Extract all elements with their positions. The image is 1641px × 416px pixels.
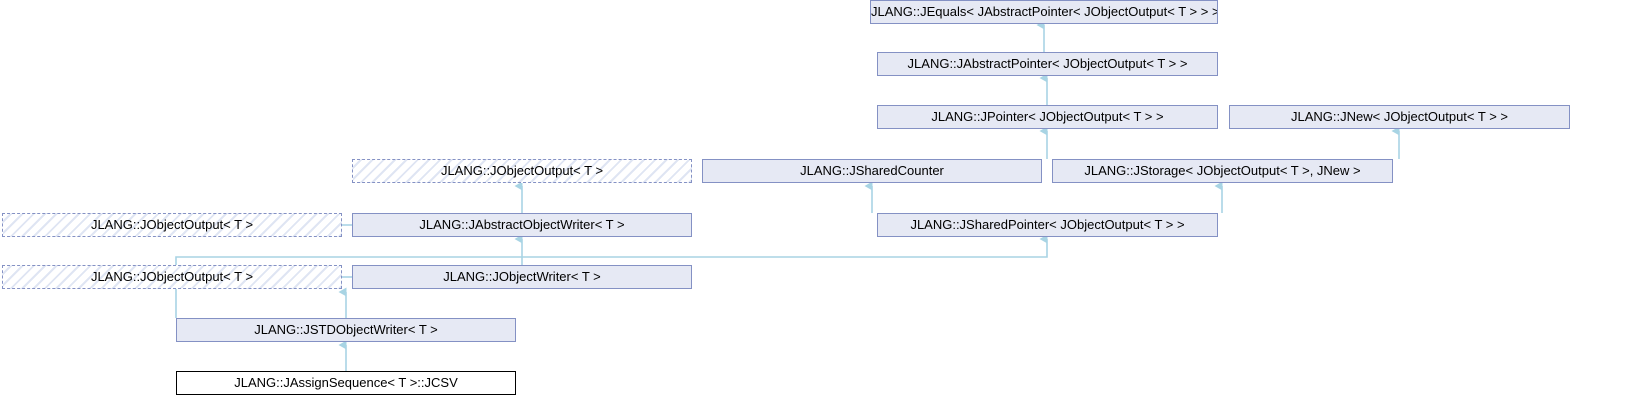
node-label: JLANG::JObjectWriter< T > bbox=[443, 269, 601, 284]
node-label: JLANG::JEquals< JAbstractPointer< JObjec… bbox=[871, 4, 1218, 19]
node-jstorage[interactable]: JLANG::JStorage< JObjectOutput< T >, JNe… bbox=[1052, 159, 1393, 183]
node-jequals[interactable]: JLANG::JEquals< JAbstractPointer< JObjec… bbox=[870, 0, 1218, 24]
node-jsharedcounter[interactable]: JLANG::JSharedCounter bbox=[702, 159, 1042, 183]
node-label: JLANG::JSharedPointer< JObjectOutput< T … bbox=[910, 217, 1185, 232]
node-jabstractobjectwriter[interactable]: JLANG::JAbstractObjectWriter< T > bbox=[352, 213, 692, 237]
node-jobjectwriter[interactable]: JLANG::JObjectWriter< T > bbox=[352, 265, 692, 289]
node-label: JLANG::JAbstractPointer< JObjectOutput< … bbox=[907, 56, 1188, 71]
node-jobjectoutput-bottom[interactable]: JLANG::JObjectOutput< T > bbox=[2, 265, 342, 289]
node-jsharedpointer[interactable]: JLANG::JSharedPointer< JObjectOutput< T … bbox=[877, 213, 1218, 237]
node-label: JLANG::JAssignSequence< T >::JCSV bbox=[234, 375, 458, 390]
node-label: JLANG::JSTDObjectWriter< T > bbox=[254, 322, 438, 337]
node-jnew[interactable]: JLANG::JNew< JObjectOutput< T > > bbox=[1229, 105, 1570, 129]
node-label: JLANG::JSharedCounter bbox=[800, 163, 944, 178]
node-label: JLANG::JAbstractObjectWriter< T > bbox=[419, 217, 625, 232]
node-label: JLANG::JObjectOutput< T > bbox=[440, 163, 604, 178]
node-jstdobjectwriter[interactable]: JLANG::JSTDObjectWriter< T > bbox=[176, 318, 516, 342]
node-jassignsequence-jcsv[interactable]: JLANG::JAssignSequence< T >::JCSV bbox=[176, 371, 516, 395]
node-jabstractpointer[interactable]: JLANG::JAbstractPointer< JObjectOutput< … bbox=[877, 52, 1218, 76]
node-jobjectoutput-top[interactable]: JLANG::JObjectOutput< T > bbox=[352, 159, 692, 183]
node-label: JLANG::JPointer< JObjectOutput< T > > bbox=[931, 109, 1164, 124]
node-jpointer[interactable]: JLANG::JPointer< JObjectOutput< T > > bbox=[877, 105, 1218, 129]
node-jobjectoutput-mid[interactable]: JLANG::JObjectOutput< T > bbox=[2, 213, 342, 237]
node-label: JLANG::JStorage< JObjectOutput< T >, JNe… bbox=[1084, 163, 1361, 178]
node-label: JLANG::JObjectOutput< T > bbox=[90, 269, 254, 284]
node-label: JLANG::JNew< JObjectOutput< T > > bbox=[1290, 109, 1508, 124]
node-label: JLANG::JObjectOutput< T > bbox=[90, 217, 254, 232]
